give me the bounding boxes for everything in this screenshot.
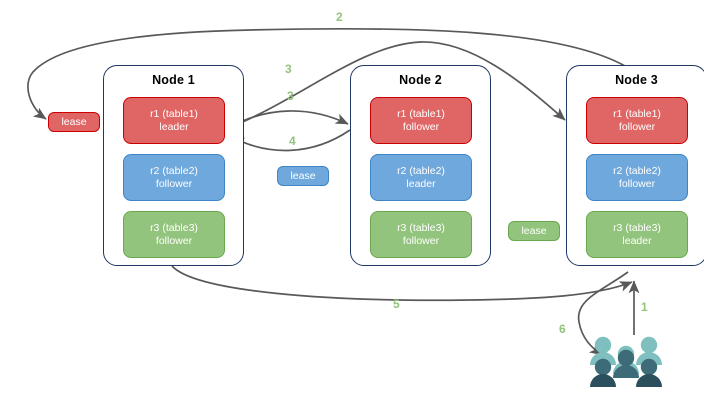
- node-3-container[interactable]: Node 3 r1 (table1) follower r2 (table2) …: [566, 65, 704, 266]
- lease-table2-pill[interactable]: lease: [277, 166, 329, 186]
- node-1-replica-r3[interactable]: r3 (table3) follower: [123, 211, 225, 258]
- node-2-replica-r3-role: follower: [402, 234, 440, 247]
- step-1-label: 1: [641, 300, 648, 314]
- node-2-replica-r2-label: r2 (table2): [397, 164, 445, 177]
- node-1-replica-r1-label: r1 (table1): [150, 107, 198, 120]
- node-3-replica-r3-label: r3 (table3): [613, 221, 661, 234]
- step-5-label: 5: [393, 297, 400, 311]
- node-2-container[interactable]: Node 2 r1 (table1) follower r2 (table2) …: [350, 65, 491, 266]
- node-1-replica-r3-role: follower: [155, 234, 193, 247]
- node-2-replica-r3-label: r3 (table3): [397, 221, 445, 234]
- node-3-replica-r1-label: r1 (table1): [613, 107, 661, 120]
- step-6-label: 6: [559, 322, 566, 336]
- node-3-replica-r2[interactable]: r2 (table2) follower: [586, 154, 688, 201]
- edge-step-3-to-node2: [227, 110, 349, 129]
- node-3-title: Node 3: [615, 73, 658, 87]
- step-3a-label: 3: [285, 62, 292, 76]
- edge-step-5: [171, 265, 633, 302]
- node-2-replica-r1-role: follower: [402, 120, 440, 133]
- node-2-replica-r1-label: r1 (table1): [397, 107, 445, 120]
- node-3-replica-r3-role: leader: [622, 234, 652, 247]
- node-3-replica-r1-role: follower: [618, 120, 656, 133]
- node-1-title: Node 1: [152, 73, 195, 87]
- node-1-replica-r2-label: r2 (table2): [150, 164, 198, 177]
- node-1-container[interactable]: Node 1 r1 (table1) leader r2 (table2) fo…: [103, 65, 244, 266]
- node-1-replica-r1-role: leader: [159, 120, 189, 133]
- node-2-replica-r2[interactable]: r2 (table2) leader: [370, 154, 472, 201]
- node-2-title: Node 2: [399, 73, 442, 87]
- node-2-replica-r3[interactable]: r3 (table3) follower: [370, 211, 472, 258]
- step-2-label: 2: [336, 10, 343, 24]
- node-2-replica-r2-role: leader: [406, 177, 436, 190]
- node-2-replica-r1[interactable]: r1 (table1) follower: [370, 97, 472, 144]
- lease-table1-pill[interactable]: lease: [48, 112, 100, 132]
- step-4-label: 4: [289, 134, 296, 148]
- node-3-replica-r3[interactable]: r3 (table3) leader: [586, 211, 688, 258]
- node-1-replica-r2-role: follower: [155, 177, 193, 190]
- node-3-replica-r2-label: r2 (table2): [613, 164, 661, 177]
- lease-table3-pill[interactable]: lease: [508, 221, 560, 241]
- node-1-replica-r1[interactable]: r1 (table1) leader: [123, 97, 225, 144]
- node-1-replica-r3-label: r3 (table3): [150, 221, 198, 234]
- users-group-icon: [590, 336, 662, 387]
- node-3-replica-r1[interactable]: r1 (table1) follower: [586, 97, 688, 144]
- node-1-replica-r2[interactable]: r2 (table2) follower: [123, 154, 225, 201]
- node-3-replica-r2-role: follower: [618, 177, 656, 190]
- step-3b-label: 3: [287, 89, 294, 103]
